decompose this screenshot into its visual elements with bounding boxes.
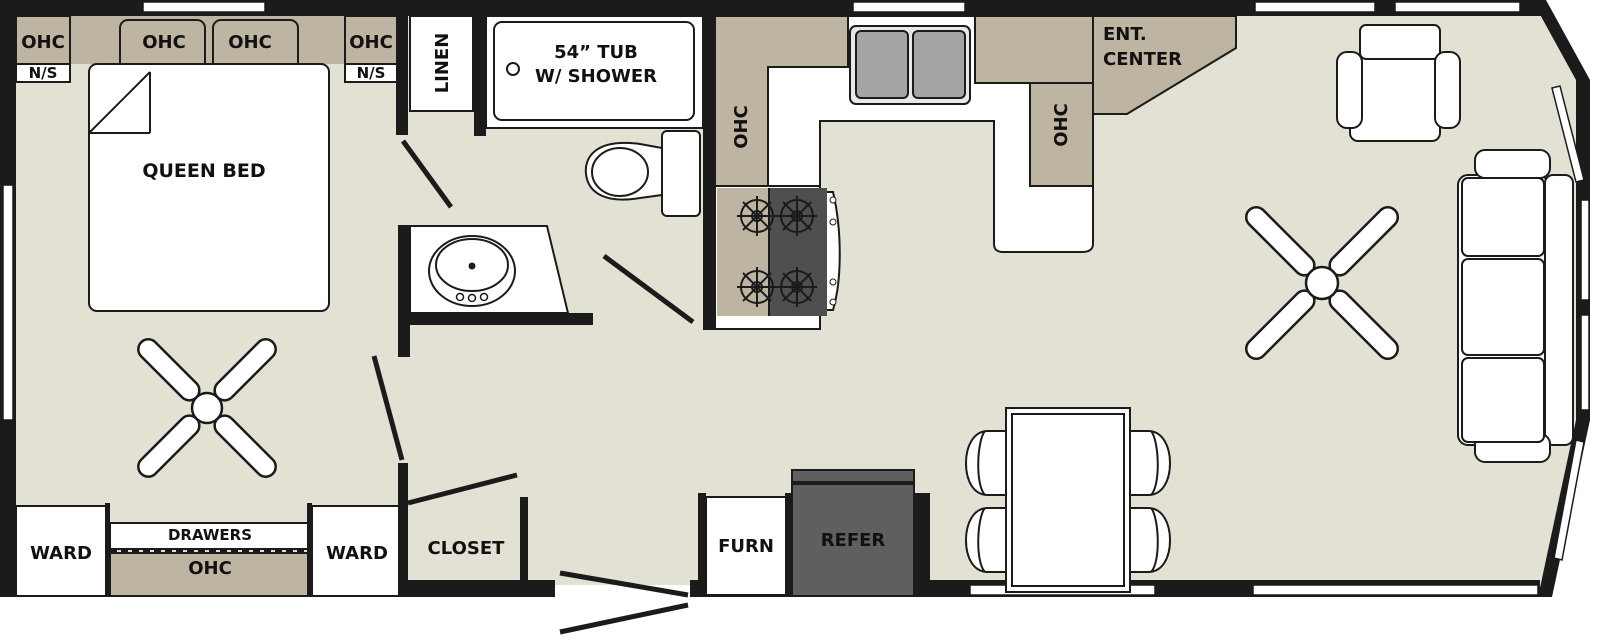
burner-icon (737, 196, 777, 236)
dining-table-inner (1011, 413, 1125, 587)
kitchen: OHC OHC ENT. CENTER (714, 15, 1237, 330)
living-area (1244, 24, 1574, 463)
ohc-bottom-label: OHC (188, 558, 232, 579)
chair-icon[interactable] (1129, 430, 1172, 496)
wardrobe-right[interactable] (311, 505, 402, 597)
refrigerator-label: REFER (821, 530, 886, 551)
closet-label: CLOSET (428, 538, 506, 559)
ent-center-label-line1: ENT. (1103, 24, 1147, 45)
wardrobe-right-label: WARD (326, 543, 388, 564)
bathroom: LINEN 54” TUB W/ SHOWER (409, 15, 704, 314)
ohc-center-1-label: OHC (142, 32, 186, 53)
interior-doors[interactable] (371, 139, 695, 506)
ceiling-fan-icon (137, 338, 277, 478)
stove[interactable] (714, 185, 841, 330)
burner-icon (737, 267, 777, 307)
drawers-label: DRAWERS (168, 526, 252, 544)
utility-area: CLOSET FURN REFER (428, 469, 930, 597)
interior-walls (396, 0, 715, 596)
refrigerator-top (791, 469, 915, 483)
entry-door[interactable] (559, 570, 689, 635)
ohc-left[interactable] (15, 15, 71, 65)
dining-table[interactable] (1005, 407, 1131, 593)
linen-closet[interactable] (409, 15, 474, 112)
nightstand-left-label: N/S (29, 64, 58, 82)
entertainment-center[interactable] (1092, 15, 1237, 115)
ent-center-label-line2: CENTER (1103, 49, 1182, 70)
furnace-wall-right (785, 493, 793, 596)
ohc-center-2-label: OHC (228, 32, 272, 53)
ohc-kitchen-right[interactable] (1029, 82, 1094, 187)
wardrobe-right-wall (307, 503, 312, 596)
tub-drain (506, 62, 520, 76)
queen-bed-label: QUEEN BED (142, 160, 265, 182)
wardrobe-left-wall (105, 503, 110, 596)
ohc-right[interactable] (344, 15, 398, 65)
chair-icon[interactable] (1129, 507, 1172, 573)
tub-label-line1: 54” TUB (554, 42, 638, 63)
chair-icon[interactable] (964, 507, 1007, 573)
ceiling-fan-icon (1244, 205, 1400, 361)
ohc-kitchen-left-label: OHC (731, 105, 752, 149)
bed-sheet-fold (88, 71, 151, 134)
bathtub-inner (493, 21, 695, 121)
linen-label: LINEN (432, 33, 453, 94)
refrigerator-wall (914, 493, 930, 596)
toilet-icon[interactable] (584, 130, 701, 217)
refrigerator[interactable] (791, 483, 915, 597)
burner-icon (777, 196, 817, 236)
sofa[interactable] (1457, 149, 1574, 463)
sink-icon[interactable] (849, 25, 971, 105)
ohc-bottom[interactable] (109, 552, 311, 597)
ohc-kitchen-top[interactable] (974, 15, 1094, 84)
queen-bed[interactable] (88, 63, 330, 312)
furnace[interactable] (705, 496, 787, 596)
armchair[interactable] (1336, 24, 1461, 142)
wardrobe-left-label: WARD (30, 543, 92, 564)
ohc-left-label: OHC (21, 32, 65, 53)
tub-label-line2: W/ SHOWER (535, 66, 657, 87)
ohc-kitchen-right-label: OHC (1051, 103, 1072, 147)
bedroom-ohc-strip (16, 16, 397, 64)
furnace-label: FURN (718, 536, 774, 557)
chair-icon[interactable] (964, 430, 1007, 496)
furnace-wall-left (698, 493, 706, 596)
burner-icon (777, 267, 817, 307)
bedroom: OHC N/S OHC OHC OHC N/S QUEEN BED WARD D… (15, 15, 402, 597)
nightstand-right-label: N/S (357, 64, 386, 82)
ohc-right-label: OHC (349, 32, 393, 53)
dining-area (964, 407, 1172, 593)
drawers[interactable] (109, 522, 311, 550)
sink-icon[interactable] (428, 235, 516, 307)
